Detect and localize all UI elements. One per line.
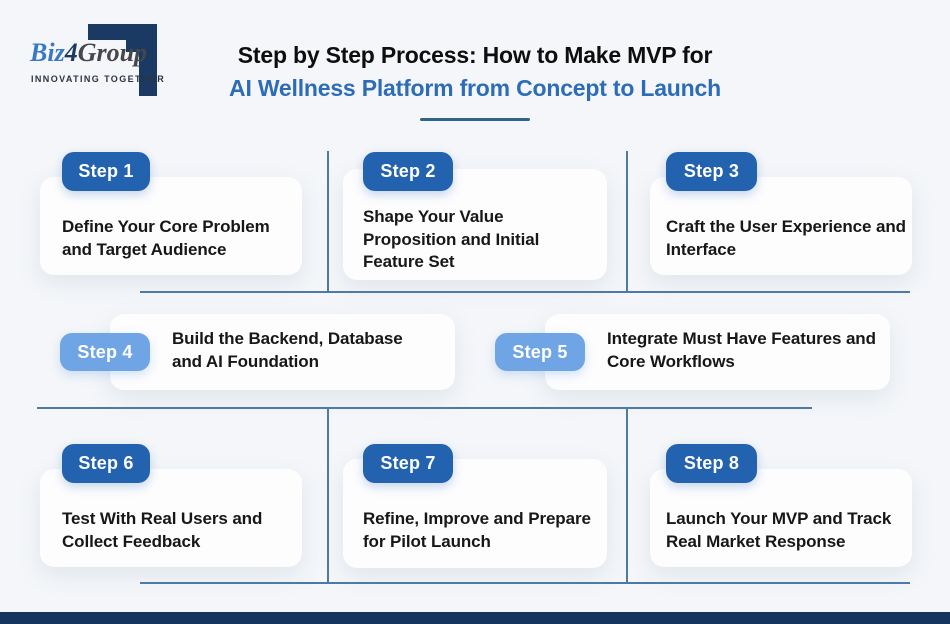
logo-word-4: 4 [64,38,78,67]
step-3-badge: Step 3 [666,152,757,191]
logo-bracket-icon [88,24,157,96]
step-4-badge: Step 4 [60,333,150,371]
connector-hline-row2 [37,407,812,409]
step-4-text: Build the Backend, Database and AI Found… [172,329,403,371]
step-2-badge: Step 2 [363,152,453,191]
step-7-text: Refine, Improve and Prepare for Pilot La… [363,509,591,551]
step-5-text: Integrate Must Have Features and Core Wo… [607,329,876,371]
step-6-badge: Step 6 [62,444,150,483]
connector-hline-row1 [140,291,910,293]
step-1-text: Define Your Core Problem and Target Audi… [62,217,270,259]
title-line-2: AI Wellness Platform from Concept to Lau… [229,75,721,101]
step-2-text: Shape Your Value Proposition and Initial… [363,207,540,272]
step-6-card: Test With Real Users and Collect Feedbac… [40,469,302,567]
step-5-badge: Step 5 [495,333,585,371]
step-2-card: Shape Your Value Proposition and Initial… [343,169,607,280]
logo-tagline: INNOVATING TOGETHER [31,74,166,84]
logo-wordmark: Biz4Group [30,38,147,68]
step-8-card: Launch Your MVP and Track Real Market Re… [650,469,912,567]
connector-hline-row3 [140,582,910,584]
step-1-card: Define Your Core Problem and Target Audi… [40,177,302,275]
step-8-text: Launch Your MVP and Track Real Market Re… [666,509,892,551]
logo-word-biz: Biz [30,38,65,67]
step-4-card: Build the Backend, Database and AI Found… [110,314,455,390]
connector-vline-row1-a [327,151,329,292]
step-7-badge: Step 7 [363,444,453,483]
page-title: Step by Step Process: How to Make MVP fo… [0,42,950,121]
step-3-text: Craft the User Experience and Interface [666,217,906,259]
step-5-card: Integrate Must Have Features and Core Wo… [545,314,890,390]
step-8-badge: Step 8 [666,444,757,483]
title-line-1: Step by Step Process: How to Make MVP fo… [237,42,713,68]
step-1-badge: Step 1 [62,152,150,191]
step-6-text: Test With Real Users and Collect Feedbac… [62,509,263,551]
logo-word-group: Group [77,38,148,67]
step-3-card: Craft the User Experience and Interface [650,177,912,275]
connector-vline-row1-b [626,151,628,292]
connector-vline-row3-a [327,409,329,583]
connector-vline-row3-b [626,409,628,583]
footer-accent-bar [0,612,950,624]
title-underline [420,118,530,121]
